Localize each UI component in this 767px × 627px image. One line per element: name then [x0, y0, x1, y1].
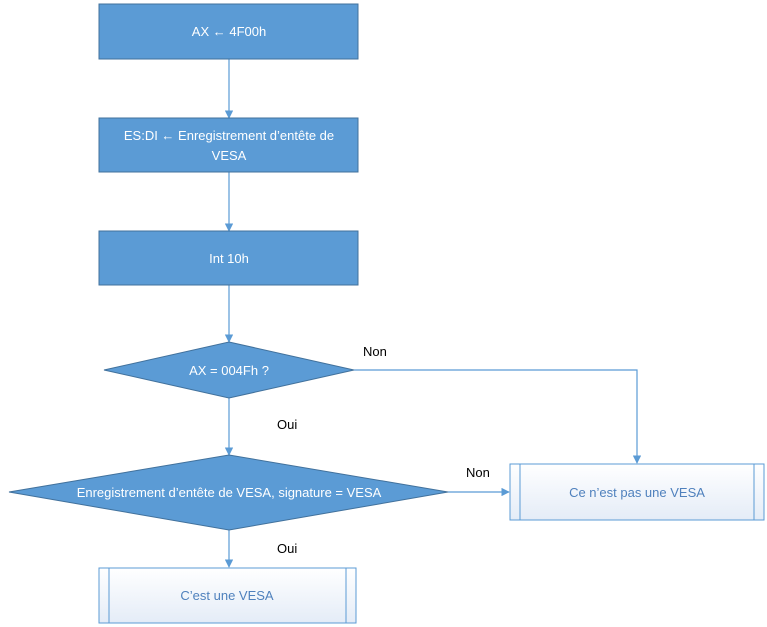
result-label-is-vesa: C’est une VESA — [180, 588, 274, 603]
connector-decision1-result-no — [354, 369, 642, 464]
result-box-not-vesa: Ce n’est pas une VESA — [509, 463, 765, 521]
process-box-step3: Int 10h — [98, 230, 359, 286]
edge-label-d1-yes: Oui — [277, 417, 297, 432]
decision-diamond-signature-check: Enregistrement d’entête de VESA, signatu… — [8, 454, 449, 531]
result-label-not-vesa: Ce n’est pas une VESA — [569, 485, 705, 500]
decision-diamond-ax-check: AX = 004Fh ? — [103, 341, 355, 399]
process-label-step3: Int 10h — [209, 251, 249, 266]
edge-label-d2-yes: Oui — [277, 541, 297, 556]
edge-label-d2-no: Non — [466, 465, 490, 480]
process-box-step1: AX ← 4F00h — [98, 3, 359, 60]
edge-label-d1-no: Non — [363, 344, 387, 359]
process-label-step2-line1: ES:DI ← Enregistrement d’entête de — [124, 128, 334, 143]
process-label-step1: AX ← 4F00h — [192, 24, 266, 39]
decision-label-signature-check: Enregistrement d’entête de VESA, signatu… — [77, 485, 382, 500]
process-box-step2: ES:DI ← Enregistrement d’entête de VESA — [98, 117, 359, 173]
decision-label-ax-check: AX = 004Fh ? — [189, 363, 269, 378]
process-label-step2-line2: VESA — [212, 148, 247, 163]
result-box-is-vesa: C’est une VESA — [98, 567, 357, 624]
